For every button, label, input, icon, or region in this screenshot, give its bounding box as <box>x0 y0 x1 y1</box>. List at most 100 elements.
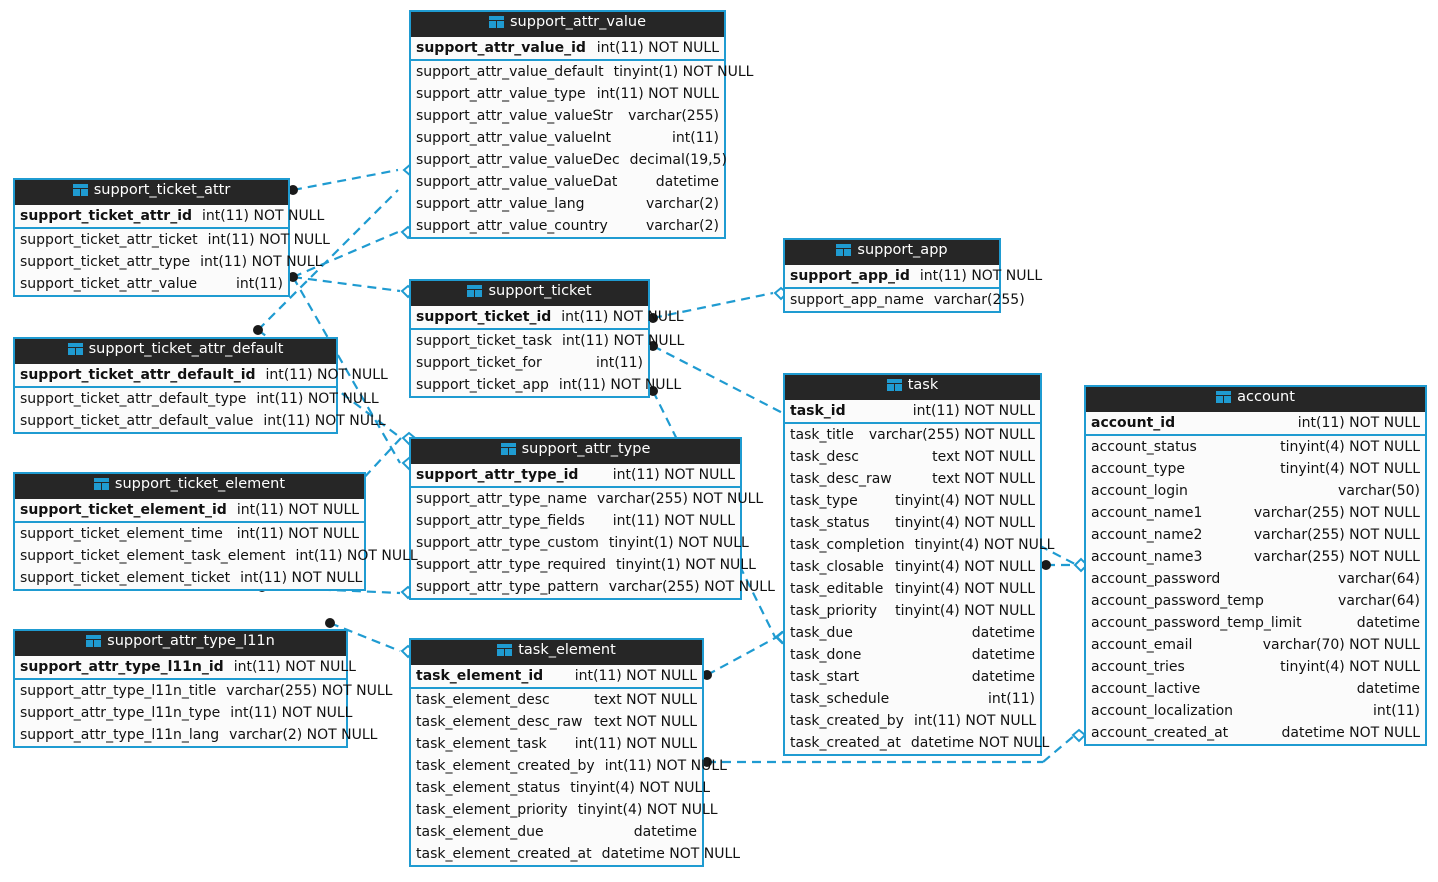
table-header[interactable]: support_ticket_attr <box>15 180 288 205</box>
table-header[interactable]: support_attr_type <box>411 439 740 464</box>
table-header[interactable]: account <box>1086 387 1425 412</box>
table-header[interactable]: support_ticket <box>411 281 648 306</box>
table-header[interactable]: support_ticket_attr_default <box>15 339 336 364</box>
table-header[interactable]: support_app <box>785 240 999 265</box>
table-header[interactable]: support_ticket_element <box>15 474 364 499</box>
table-header[interactable]: support_attr_type_l11n <box>15 631 346 656</box>
table-header[interactable]: task_element <box>411 640 702 665</box>
table-header[interactable]: support_attr_value <box>411 12 724 37</box>
table-header[interactable]: task <box>785 375 1040 400</box>
column-type: datetime NOT NULL <box>1281 725 1420 741</box>
